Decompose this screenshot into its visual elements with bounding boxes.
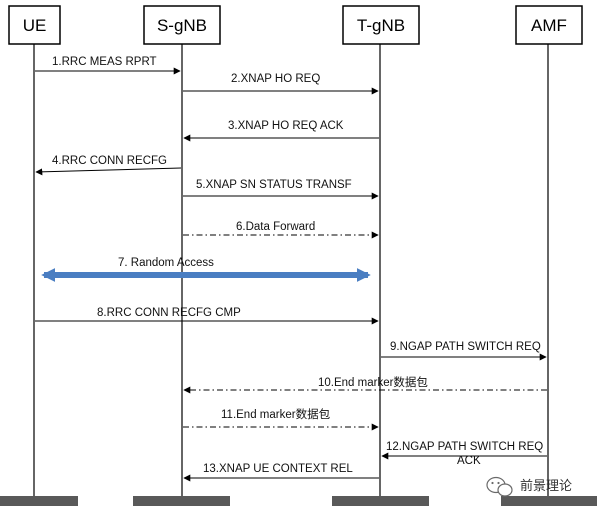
entity-ue: UE <box>8 5 61 45</box>
entity-label: S-gNB <box>157 16 207 35</box>
message-label-7: 7. Random Access <box>118 257 214 269</box>
footer-bar-sgnb <box>133 496 230 506</box>
entity-label: T-gNB <box>357 16 405 35</box>
message-label-8: 8.RRC CONN RECFG CMP <box>97 307 241 319</box>
message-label-12-continuation: ACK <box>457 455 481 467</box>
entity-amf: AMF <box>515 5 583 45</box>
entity-label: AMF <box>531 16 567 35</box>
message-label-12: 12.NGAP PATH SWITCH REQ <box>386 441 543 453</box>
message-label-6: 6.Data Forward <box>236 221 315 233</box>
message-label-3: 3.XNAP HO REQ ACK <box>228 120 344 132</box>
watermark-text: 前景理论 <box>520 478 572 493</box>
message-label-11: 11.End marker数据包 <box>221 407 331 421</box>
footer-bar-tgnb <box>332 496 429 506</box>
entity-sgnb: S-gNB <box>143 5 221 45</box>
entity-label: UE <box>23 16 47 35</box>
message-label-4: 4.RRC CONN RECFG <box>52 155 167 167</box>
message-label-1: 1.RRC MEAS RPRT <box>52 56 157 68</box>
footer-bar-ue <box>0 496 78 506</box>
message-label-13: 13.XNAP UE CONTEXT REL <box>203 463 353 475</box>
wechat-icon <box>486 476 513 497</box>
message-label-5: 5.XNAP SN STATUS TRANSF <box>196 179 352 191</box>
watermark: 前景理论 <box>486 476 572 497</box>
message-label-2: 2.XNAP HO REQ <box>231 73 320 85</box>
message-label-10: 10.End marker数据包 <box>318 375 428 389</box>
message-arrow-4 <box>35 167 182 176</box>
footer-bar-amf <box>501 496 597 506</box>
entity-tgnb: T-gNB <box>342 5 420 45</box>
message-label-9: 9.NGAP PATH SWITCH REQ <box>390 341 541 353</box>
